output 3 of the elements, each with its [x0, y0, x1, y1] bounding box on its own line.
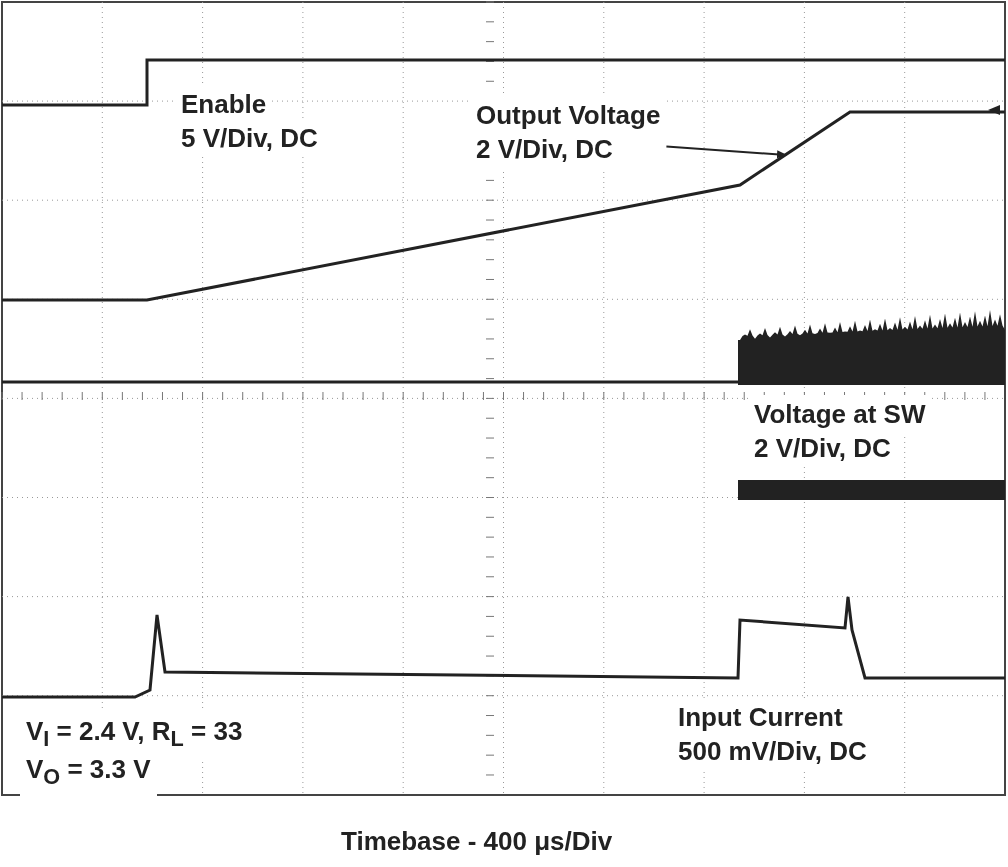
scale-label: 2 V/Div, DC — [476, 133, 614, 166]
leader-line — [665, 145, 787, 159]
trace-label: Output Voltage — [476, 99, 661, 132]
